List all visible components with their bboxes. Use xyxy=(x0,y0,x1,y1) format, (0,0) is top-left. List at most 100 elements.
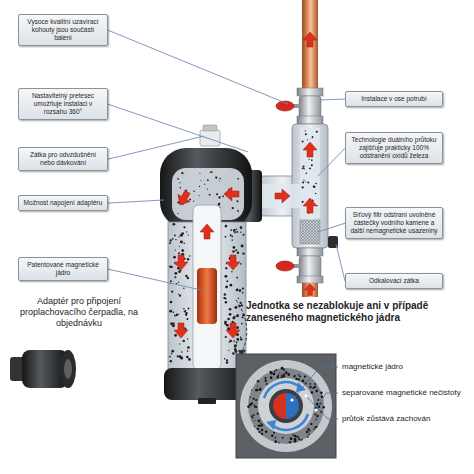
particle xyxy=(188,308,190,310)
tee-channel xyxy=(262,184,306,208)
particle xyxy=(230,284,233,287)
inset-label: magnetické jádro xyxy=(342,362,470,372)
particle xyxy=(307,436,309,438)
inset-panel xyxy=(236,354,336,458)
leader-dot xyxy=(290,398,293,401)
particle xyxy=(236,200,238,202)
particle xyxy=(241,323,243,325)
particle xyxy=(251,415,253,417)
callout-box: Patentované magnetické jádro xyxy=(18,257,108,281)
particle xyxy=(215,176,217,178)
particle xyxy=(237,252,239,254)
particle xyxy=(278,442,279,443)
particle xyxy=(311,164,313,166)
headline-note: Jednotka se nezablokuje ani v případě za… xyxy=(246,300,468,324)
particle xyxy=(237,338,238,339)
particle xyxy=(234,232,236,234)
callout-text: Možnost napojení adaptéru xyxy=(23,199,103,207)
particle xyxy=(236,341,238,343)
particle xyxy=(169,310,172,313)
particle xyxy=(315,390,318,393)
particle xyxy=(176,314,178,316)
particle xyxy=(178,314,179,315)
callout-box: Vysoce kvalitní uzavírací kohouty jsou s… xyxy=(18,14,108,46)
particle xyxy=(316,183,317,184)
particle xyxy=(173,322,175,324)
particle xyxy=(253,398,255,400)
particle xyxy=(236,231,238,233)
particle xyxy=(171,353,173,355)
callout-text: Odkalovací zátka xyxy=(350,277,438,285)
particle xyxy=(186,318,188,320)
particle xyxy=(184,327,186,329)
particle xyxy=(252,417,254,419)
particle xyxy=(187,338,188,339)
particle xyxy=(177,178,179,180)
particle xyxy=(176,314,178,316)
particle xyxy=(176,283,177,284)
callout-text: Zátka pro odvzdušnění nebo dávkování xyxy=(23,151,103,167)
particle xyxy=(249,397,250,398)
particle xyxy=(233,246,236,249)
flow-arrow xyxy=(174,188,194,208)
particle xyxy=(224,358,226,360)
particle xyxy=(243,234,245,236)
particle xyxy=(313,186,315,188)
callout-text: Patentované magnetické jádro xyxy=(23,261,103,277)
particle xyxy=(180,241,183,244)
particle xyxy=(304,376,305,377)
inset-ring xyxy=(258,378,314,434)
particle xyxy=(227,327,230,330)
particle xyxy=(316,131,318,133)
particle xyxy=(172,324,175,327)
particle xyxy=(230,234,232,236)
particle xyxy=(271,435,273,437)
particle xyxy=(185,314,187,316)
particle xyxy=(234,306,237,309)
particle xyxy=(261,424,263,426)
particle xyxy=(285,371,288,374)
particles xyxy=(169,130,318,365)
flow-arrow xyxy=(174,323,188,338)
particle xyxy=(287,373,290,376)
flow-arc xyxy=(264,382,300,398)
particle xyxy=(225,301,227,303)
particle xyxy=(210,171,211,172)
particle xyxy=(232,352,235,355)
particle xyxy=(187,350,189,352)
copper-pipe xyxy=(302,0,318,90)
particle xyxy=(235,249,237,251)
particle xyxy=(305,130,306,131)
particle xyxy=(189,198,191,200)
particle xyxy=(307,182,309,184)
particle xyxy=(321,395,323,397)
particle xyxy=(170,239,172,241)
leader-line xyxy=(108,104,248,152)
particle xyxy=(265,430,267,432)
particle xyxy=(261,433,263,435)
particle xyxy=(240,337,242,339)
particle xyxy=(228,350,229,351)
particle xyxy=(178,294,179,295)
particle xyxy=(241,245,244,248)
air-plug xyxy=(203,125,217,131)
particle xyxy=(231,235,233,237)
particle xyxy=(219,178,221,180)
particle xyxy=(302,380,305,383)
flow-arrow xyxy=(226,255,240,270)
particle xyxy=(204,184,205,185)
particle xyxy=(200,180,201,181)
particle xyxy=(181,249,184,252)
particle xyxy=(193,190,194,191)
air-plug xyxy=(200,130,220,146)
particle xyxy=(174,272,177,275)
inset-ring xyxy=(248,368,324,444)
callout-text: Nastavitelný pretesec umožňuje instalaci… xyxy=(23,92,103,116)
particle xyxy=(255,399,257,401)
particle xyxy=(219,180,220,181)
particle xyxy=(238,297,239,298)
particle xyxy=(302,186,304,188)
particle xyxy=(312,136,314,138)
particle xyxy=(299,375,301,377)
particle xyxy=(255,389,258,392)
